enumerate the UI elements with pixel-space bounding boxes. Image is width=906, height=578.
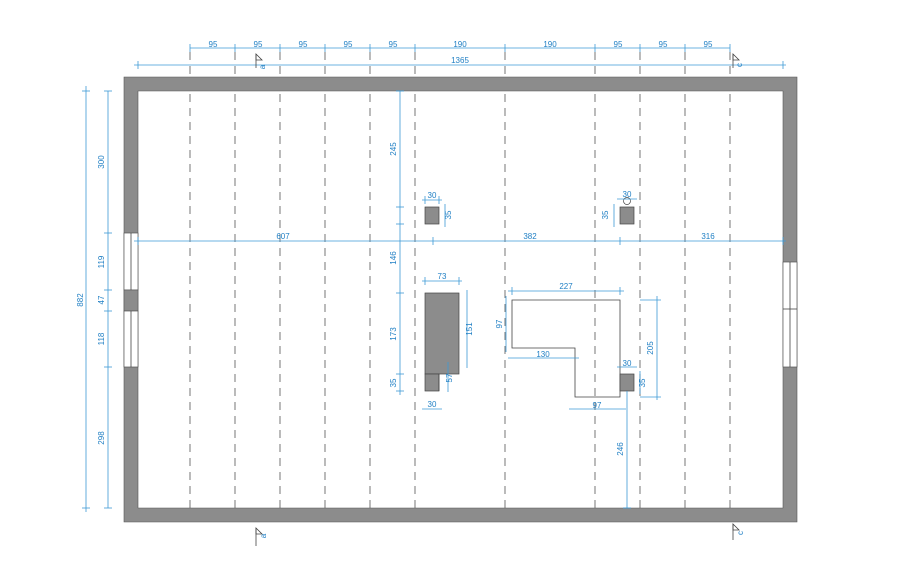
left-dimension-chain: 300 119 47 118 298 882 <box>76 86 112 512</box>
top-total-dim: 1365 <box>451 56 469 65</box>
dim-151: 151 <box>465 322 474 336</box>
column-2: 30 35 <box>601 190 637 227</box>
dim-30-chimney: 30 <box>428 400 437 409</box>
row-dim-316: 316 <box>701 232 715 241</box>
dim-35-col1: 35 <box>444 210 453 219</box>
dim-97-bottom: 97 <box>593 401 602 410</box>
stair-opening: 227 97 130 97 205 <box>495 282 661 410</box>
section-markers: a a c c <box>255 53 745 546</box>
top-dim-5: 95 <box>389 40 398 49</box>
dim-30-col2: 30 <box>623 190 632 199</box>
top-dim-8: 95 <box>614 40 623 49</box>
left-total-dim: 882 <box>76 293 85 307</box>
top-dimension-chain: 95 95 95 95 95 190 190 95 95 95 1365 <box>134 40 786 69</box>
dim-57: 57 <box>445 373 454 382</box>
chimney: 73 151 57 30 <box>422 272 474 410</box>
left-dim-3: 47 <box>97 295 106 304</box>
section-mark-c-top: c <box>735 63 744 67</box>
dim-35-col3: 35 <box>638 378 647 387</box>
row-dimension-chain: 607 382 316 <box>134 232 786 245</box>
dim-97-left: 97 <box>495 319 504 328</box>
left-dim-2: 119 <box>97 255 106 268</box>
top-dim-10: 95 <box>704 40 713 49</box>
dim-173: 173 <box>389 327 398 341</box>
column-3: 30 35 246 <box>616 359 647 509</box>
dim-35-col2: 35 <box>601 210 610 219</box>
dim-227: 227 <box>559 282 573 291</box>
top-dim-4: 95 <box>344 40 353 49</box>
dim-146: 146 <box>389 251 398 265</box>
dim-205: 205 <box>646 341 655 355</box>
dim-35-left: 35 <box>389 378 398 387</box>
row-dim-382: 382 <box>523 232 537 241</box>
window-left <box>123 232 139 368</box>
structural-axes <box>189 52 731 528</box>
outer-walls <box>123 76 798 523</box>
top-dim-6: 190 <box>453 40 467 49</box>
top-dim-3: 95 <box>299 40 308 49</box>
top-dim-1: 95 <box>209 40 218 49</box>
central-vertical-dims: 245 146 173 35 <box>389 90 404 395</box>
top-dim-9: 95 <box>659 40 668 49</box>
dim-246: 246 <box>616 442 625 456</box>
dim-30-col3: 30 <box>623 359 632 368</box>
top-dim-7: 190 <box>543 40 557 49</box>
section-mark-a-top: a <box>258 64 267 69</box>
section-mark-c-bottom: c <box>736 531 745 535</box>
column-1: 30 35 <box>422 191 453 227</box>
dim-30-col1: 30 <box>428 191 437 200</box>
left-dim-4: 118 <box>97 332 106 345</box>
left-dim-5: 298 <box>97 431 106 445</box>
dim-245: 245 <box>389 142 398 156</box>
row-dim-607: 607 <box>276 232 290 241</box>
dim-73: 73 <box>438 272 447 281</box>
section-mark-a-bottom: a <box>259 533 268 538</box>
window-right <box>782 261 798 368</box>
top-dim-2: 95 <box>254 40 263 49</box>
dim-130: 130 <box>536 350 550 359</box>
left-dim-1: 300 <box>97 155 106 169</box>
